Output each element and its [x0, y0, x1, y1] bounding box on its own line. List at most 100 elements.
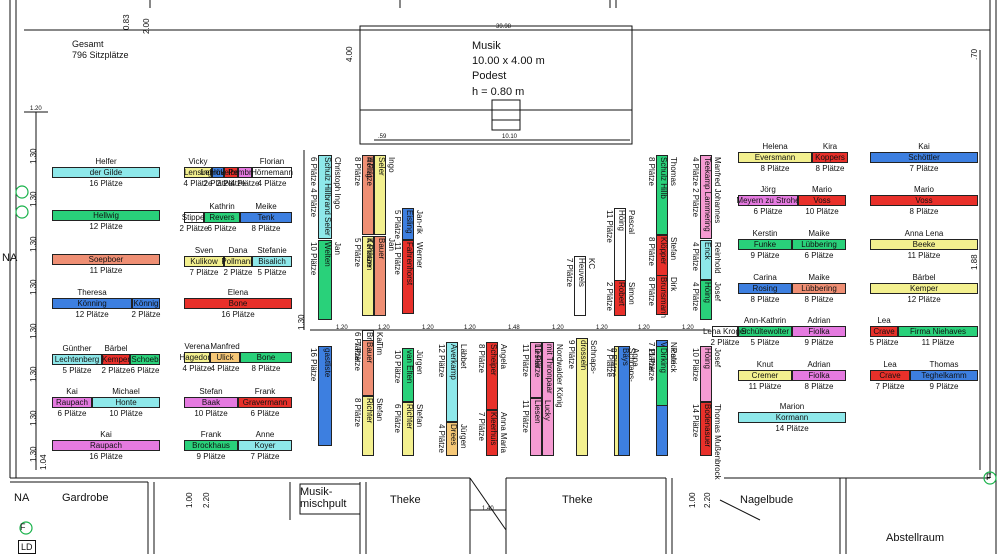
- vertical-table-seat-count: 7 Plätze: [565, 258, 574, 287]
- row-dimension-label: 1.30: [29, 236, 38, 252]
- table-seat-count: 16 Plätze: [89, 452, 123, 461]
- table-kai3: [870, 152, 978, 163]
- table-guest-lastname: Funke: [753, 240, 777, 249]
- vertical-table-firstname: Thomas: [669, 157, 678, 186]
- table-guest-lastname: Voss: [813, 196, 831, 205]
- table-guest-firstname: Knut: [756, 360, 774, 369]
- table-soepboer: [52, 254, 160, 265]
- stage-title: Musik: [472, 40, 501, 52]
- table-nordwalder: [542, 342, 554, 456]
- table-mario2: [870, 195, 978, 206]
- row-dimension-label: 1.30: [29, 323, 38, 339]
- dim-right-a: 1.88: [970, 254, 979, 270]
- vertical-table-seat-count: 6 Plätze 4 Plätze: [309, 157, 318, 218]
- vertical-table-seat-count: 4 Plätze: [691, 282, 700, 311]
- vertical-table-seat-count: 11 Plätze: [393, 242, 402, 275]
- table-seat-count: 2 Plätze: [131, 310, 161, 319]
- gap-dimension-label: 1.20: [552, 325, 564, 331]
- table-guest-firstname: Florian: [259, 157, 285, 166]
- vertical-table-name: Bauer: [365, 342, 374, 364]
- vertical-table-firstname: Jürgen: [459, 424, 468, 449]
- vertical-table-seat-count: 10 Plätze: [309, 242, 318, 276]
- table-guest-firstname: Anna Lena: [904, 229, 944, 238]
- table-seat-count: 7 Plätze: [189, 268, 219, 277]
- gap-dimension-label: 1.20: [336, 325, 348, 331]
- table-laebbet: [446, 342, 458, 422]
- table-guest-firstname: Marion: [779, 402, 805, 411]
- table-guest-lastname: Beeke: [912, 240, 936, 249]
- table-guest-firstname: Sven: [194, 246, 214, 255]
- vertical-table-seat-count: 12 Plätze: [437, 344, 446, 378]
- table-hoevelbrinks: [224, 167, 238, 178]
- vertical-table-seat-count: 8 Plätze: [353, 157, 362, 186]
- table-seat-count: 12 Plätze: [75, 310, 109, 319]
- table-guest-firstname: Frank: [200, 430, 222, 439]
- table-helena: [738, 152, 812, 163]
- table-seat-count: 2 Plätze: [179, 224, 209, 233]
- table-lea2: [870, 370, 910, 381]
- table-guest-lastname: Lensing: [183, 168, 213, 177]
- vertical-table-seat-count: 8 Plätze: [647, 237, 656, 266]
- table-joerg: [738, 195, 798, 206]
- dim-stage-width: 10.10: [502, 134, 518, 140]
- vertical-table-seat-count: 7 Plätze: [477, 412, 486, 441]
- table-guest-lastname: Kemper: [101, 355, 131, 364]
- gap-dimension-label: 1.20: [638, 325, 650, 331]
- gap-dimension-label: 1.20: [422, 325, 434, 331]
- table-helfer: [52, 167, 160, 178]
- table-juergen2: [446, 422, 458, 456]
- table-schoeb: [130, 354, 160, 365]
- table-guest-lastname: Fiolka: [808, 327, 830, 336]
- vertical-table-name: Seler: [377, 157, 386, 176]
- vertical-table-seat-count: 4 Plätze: [691, 242, 700, 271]
- vertical-table-firstname: Reinhold: [713, 242, 722, 274]
- vertical-table-seat-count: 11 Plätze: [647, 348, 656, 381]
- table-bone: [240, 352, 292, 363]
- gap-dimension-label: 1.20: [682, 325, 694, 331]
- table-anna: [618, 346, 630, 456]
- table-seat-count: 9 Plätze: [196, 452, 226, 461]
- table-guest-firstname: Stefanie: [257, 246, 287, 255]
- table-verena: [184, 352, 210, 363]
- vertical-table-name: Richter: [365, 398, 374, 424]
- vertical-table-seat-count: 5 Plätze: [353, 238, 362, 267]
- table-guest-lastname: Hörnemann: [251, 168, 293, 177]
- vertical-table-firstname: Patrick: [669, 348, 678, 373]
- table-seat-count: 9 Plätze: [804, 338, 834, 347]
- table-seat-count: 5 Plätze: [869, 338, 899, 347]
- table-guest-lastname: Kulikow: [190, 257, 218, 266]
- table-guest-firstname: Anne: [255, 430, 275, 439]
- table-adrian1: [792, 326, 846, 337]
- vertical-table-name: Liesen: [533, 400, 542, 424]
- row-dimension-label: 1.30: [29, 446, 38, 462]
- table-guest-lastname: Könning: [77, 299, 107, 308]
- table-seat-count: 5 Plätze: [257, 268, 287, 277]
- table-kai1: [52, 397, 92, 408]
- table-seat-count: 8 Plätze: [750, 295, 780, 304]
- vertical-table-seat-count: 14 Plätze: [691, 404, 700, 438]
- vertical-table-name: Fahrenhorst: [405, 242, 414, 286]
- table-seat-count: 14 Plätze: [775, 424, 809, 433]
- table-kai2: [52, 440, 160, 451]
- stage-podest: Podest: [472, 70, 507, 82]
- table-seat-count: 12 Plätze: [89, 222, 123, 231]
- vertical-table-name: Höing: [703, 348, 712, 369]
- row-dimension-label: 1.30: [29, 410, 38, 426]
- vertical-table-seat-count: 6 Plätze: [393, 404, 402, 433]
- table-lehmkuhl: [212, 167, 224, 178]
- table-guest-lastname: Rosing: [752, 284, 778, 293]
- table-guest-lastname: Teghelkamm: [921, 371, 967, 380]
- vertical-table-firstname: Tim: [375, 342, 384, 356]
- room-theke-1: Theke: [390, 494, 421, 506]
- vertical-table-name: Höing: [703, 282, 712, 303]
- table-manfred2: [700, 155, 712, 239]
- vertical-table-seat-count: 4 Plätze: [365, 157, 374, 186]
- table-sven: [184, 256, 224, 267]
- table-stefanie: [252, 256, 292, 267]
- table-koennig: [132, 298, 160, 309]
- table-guest-firstname: Kerstin: [752, 229, 778, 238]
- table-christoph: [318, 155, 332, 239]
- table-dana: [224, 256, 252, 267]
- table-ingo2: [374, 155, 386, 235]
- vertical-table-name: Averkamp: [449, 344, 458, 380]
